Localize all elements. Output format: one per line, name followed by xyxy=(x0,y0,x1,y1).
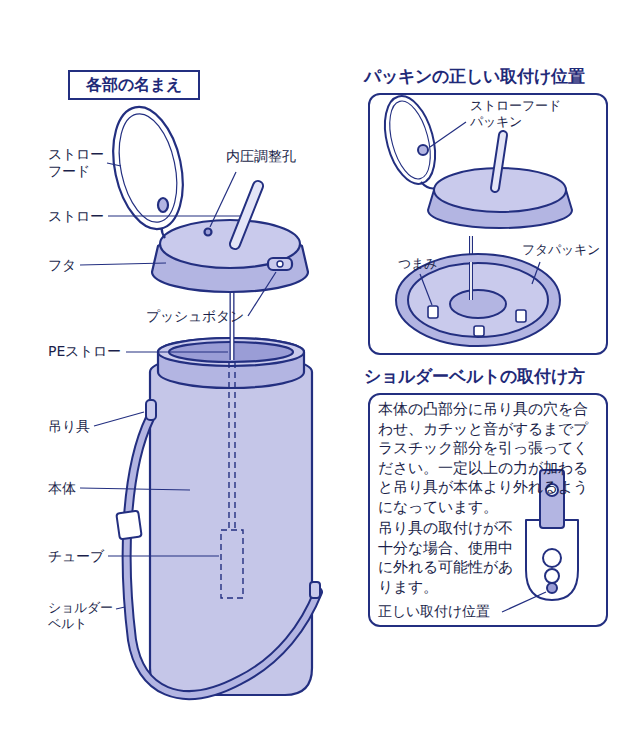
illustration-part xyxy=(495,135,503,188)
illustration-part xyxy=(408,263,548,337)
illustration-part xyxy=(234,362,235,530)
note-text: 吊り具の取付けが不十分な場合、使用中に外れる可能性があります。 xyxy=(378,519,518,597)
illustration-part xyxy=(146,400,156,420)
part-label: ストローフードパッキン xyxy=(470,98,565,129)
illustration-part xyxy=(516,310,526,322)
part-label: フタパッキン xyxy=(522,242,600,258)
illustration-part xyxy=(110,109,186,228)
illustration-part xyxy=(116,511,141,540)
illustration-part xyxy=(502,592,546,612)
part-label: PEストロー xyxy=(48,343,121,360)
panel-frame xyxy=(368,93,608,355)
illustration-part xyxy=(277,261,283,267)
illustration-part xyxy=(94,412,144,426)
lid xyxy=(152,220,308,292)
note-text: 本体の凸部分に吊り具の穴を合わせ、カチッと音がするまでプラスチック部分を引っ張っ… xyxy=(378,400,592,517)
illustration-part xyxy=(543,549,561,567)
illustration-part xyxy=(376,91,444,190)
illustration-part xyxy=(108,555,219,556)
illustration-part xyxy=(116,607,125,609)
leader-lines xyxy=(80,163,276,609)
part-label: ストロー xyxy=(48,208,104,225)
part-label: フタ xyxy=(48,257,76,274)
illustration-part xyxy=(470,236,472,300)
illustration-part xyxy=(248,272,276,316)
illustration-part xyxy=(428,306,438,318)
illustration-part xyxy=(80,263,166,265)
illustration-part xyxy=(545,569,559,583)
illustration-part xyxy=(382,97,437,184)
illustration-part xyxy=(526,520,578,600)
packing-illustration xyxy=(376,91,572,346)
illustration-part xyxy=(205,229,212,236)
illustration-part xyxy=(228,362,229,530)
illustration-part xyxy=(108,215,240,216)
straw xyxy=(235,186,258,244)
illustration-part xyxy=(268,258,292,270)
illustration-part xyxy=(80,488,190,490)
illustration-part xyxy=(469,236,473,300)
part-label: チューブ xyxy=(48,548,104,565)
part-label: プッシュボタン xyxy=(146,308,244,325)
part-label: ショルダーベルト xyxy=(48,600,117,631)
illustration-part xyxy=(103,100,193,235)
illustration-part xyxy=(420,122,540,305)
illustration-part xyxy=(126,351,228,352)
illustration-part xyxy=(430,122,466,147)
info-panel: ショルダーベルトの取付け方本体の凸部分に吊り具の穴を合わせ、カチッと音がするまで… xyxy=(360,362,612,627)
illustration-part xyxy=(396,254,560,346)
illustration-part xyxy=(107,163,121,166)
illustration-part xyxy=(469,262,473,300)
illustration-part xyxy=(235,186,258,244)
part-label: 吊り具 xyxy=(48,418,90,435)
illustration-part xyxy=(235,186,258,244)
illustration-part xyxy=(495,135,503,188)
part-label: ストローフード xyxy=(48,146,108,180)
illustration-part xyxy=(470,262,472,300)
part-label: つまみ xyxy=(398,256,437,272)
illustration-part xyxy=(310,582,320,598)
shoulder-belt xyxy=(116,400,320,695)
panel-heading: パッキンの正しい取付け位置 xyxy=(364,66,585,86)
part-label: 内圧調整孔 xyxy=(226,148,296,165)
part-label: 本体 xyxy=(48,480,76,497)
illustration-part xyxy=(103,100,193,235)
panel-heading: ショルダーベルトの取付け方 xyxy=(364,366,585,386)
straw-hood xyxy=(103,100,193,235)
illustration-part xyxy=(210,172,236,227)
illustration-part xyxy=(420,274,432,305)
part-label: 正しい取付け位置 xyxy=(378,603,490,620)
illustration-part xyxy=(450,290,506,318)
illustration-part xyxy=(474,326,484,336)
illustration-part xyxy=(221,530,243,598)
title-box: 各部の名まえ xyxy=(68,70,200,100)
illustration-part xyxy=(158,198,168,212)
illustration-part xyxy=(547,583,557,593)
illustration-part xyxy=(376,91,444,190)
illustration-part xyxy=(418,145,428,155)
illustration-part xyxy=(532,262,540,284)
